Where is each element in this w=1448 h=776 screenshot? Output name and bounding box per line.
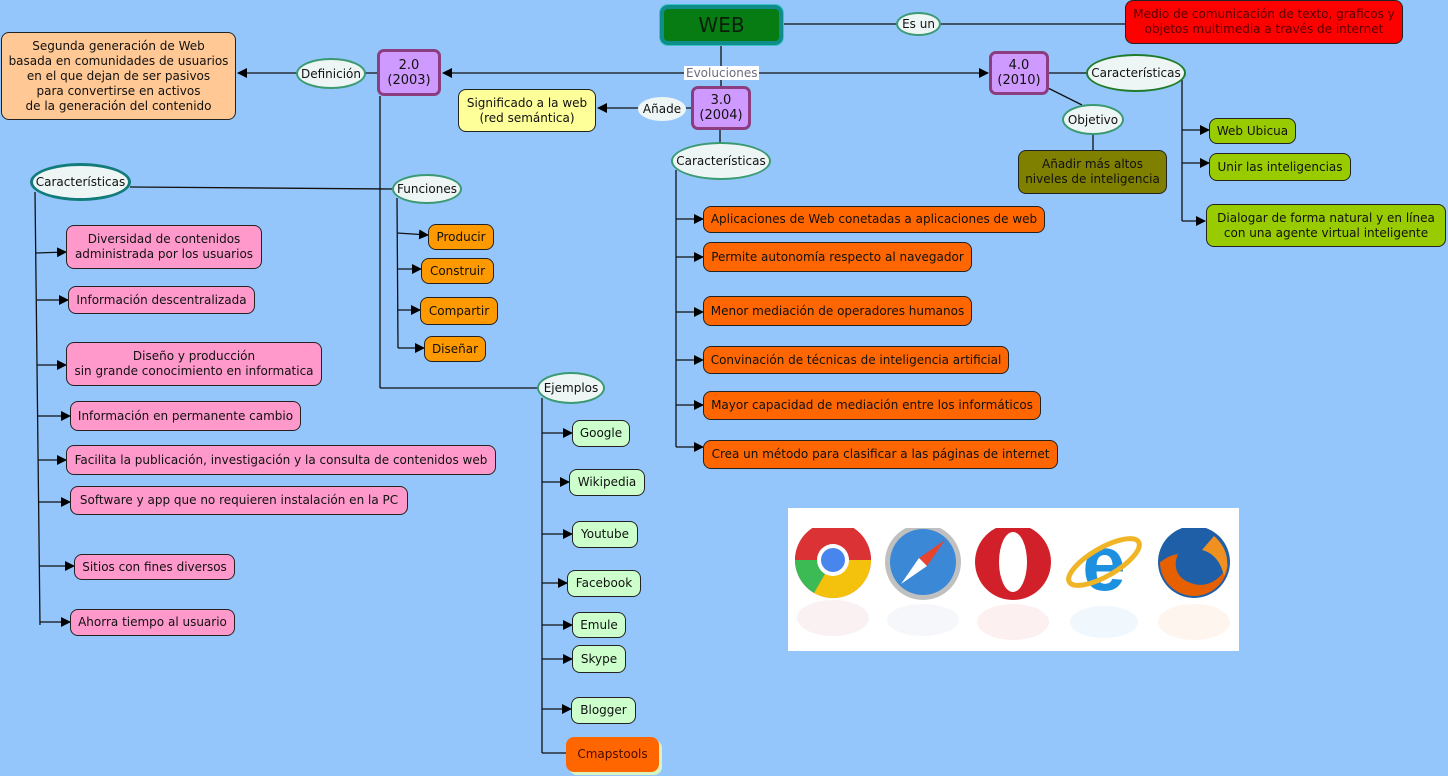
v2-characteristic-item[interactable]: Facilita la publicación, investigación y… bbox=[66, 445, 496, 475]
v4-characteristic-item[interactable]: Dialogar de forma natural y en línea con… bbox=[1206, 204, 1446, 247]
v3-characteristic-item[interactable]: Convinación de técnicas de inteligencia … bbox=[703, 346, 1009, 374]
v3-characteristics-label[interactable]: Características bbox=[671, 142, 771, 180]
v2-function-item[interactable]: Construir bbox=[421, 258, 494, 284]
link-definicion[interactable]: Definición bbox=[296, 58, 366, 89]
v2-example-item[interactable]: Youtube bbox=[572, 521, 638, 548]
v2-example-item[interactable]: Blogger bbox=[571, 697, 636, 724]
firefox-icon bbox=[1154, 526, 1234, 648]
v4-characteristics-label[interactable]: Características bbox=[1086, 54, 1186, 92]
v2-example-item[interactable]: Emule bbox=[572, 612, 626, 638]
v2-characteristic-item[interactable]: Diseño y producción sin grande conocimie… bbox=[66, 342, 322, 386]
root-node-web[interactable]: WEB bbox=[660, 5, 783, 45]
v3-characteristic-item[interactable]: Crea un método para clasificar a las pág… bbox=[703, 440, 1058, 469]
v2-example-item[interactable]: Skype bbox=[572, 645, 626, 673]
v2-example-item[interactable]: Cmapstools bbox=[566, 737, 659, 772]
v2-examples-label[interactable]: Ejemplos bbox=[537, 372, 605, 404]
opera-icon bbox=[973, 524, 1053, 648]
v4-characteristic-item[interactable]: Unir las inteligencias bbox=[1209, 153, 1351, 181]
v2-characteristic-item[interactable]: Información descentralizada bbox=[68, 286, 255, 314]
version-4-0-node[interactable]: 4.0 (2010) bbox=[989, 51, 1049, 95]
v3-characteristic-item[interactable]: Mayor capacidad de mediación entre los i… bbox=[703, 391, 1041, 420]
v2-function-item[interactable]: Compartir bbox=[420, 297, 498, 325]
v2-function-item[interactable]: Producir bbox=[428, 224, 494, 250]
v3-characteristic-item[interactable]: Permite autonomía respecto al navegador bbox=[703, 242, 972, 272]
v2-characteristics-label[interactable]: Características bbox=[30, 163, 131, 201]
v2-example-item[interactable]: Wikipedia bbox=[569, 469, 645, 496]
version-2-0-node[interactable]: 2.0 (2003) bbox=[377, 49, 441, 96]
browsers-logos-image: e bbox=[788, 508, 1239, 651]
link-anade[interactable]: Añade bbox=[638, 97, 686, 121]
link-es-un[interactable]: Es un bbox=[896, 12, 941, 36]
v2-characteristic-item[interactable]: Sitios con fines diversos bbox=[74, 554, 235, 580]
v4-characteristic-item[interactable]: Web Ubicua bbox=[1209, 118, 1296, 144]
internet-explorer-icon: e bbox=[1064, 519, 1144, 648]
svg-text:e: e bbox=[1082, 528, 1125, 607]
chrome-icon bbox=[793, 522, 873, 648]
v2-characteristic-item[interactable]: Software y app que no requieren instalac… bbox=[70, 486, 408, 515]
link-evoluciones[interactable]: Evoluciones bbox=[684, 66, 760, 80]
version-3-0-node[interactable]: 3.0 (2004) bbox=[691, 86, 751, 130]
v2-characteristic-item[interactable]: Información en permanente cambio bbox=[70, 401, 301, 431]
v2-example-item[interactable]: Google bbox=[572, 420, 630, 447]
v3-adds-node[interactable]: Significado a la web (red semántica) bbox=[458, 89, 596, 132]
v2-function-item[interactable]: Diseñar bbox=[424, 336, 486, 362]
web-definition-node[interactable]: Medio de comunicación de texto, graficos… bbox=[1125, 0, 1403, 44]
v3-characteristic-item[interactable]: Aplicaciones de Web conetadas a aplicaci… bbox=[703, 206, 1045, 233]
v2-definition-node[interactable]: Segunda generación de Web basada en comu… bbox=[1, 32, 236, 120]
v2-functions-label[interactable]: Funciones bbox=[392, 174, 462, 204]
v2-characteristic-item[interactable]: Diversidad de contenidos administrada po… bbox=[66, 225, 262, 269]
v3-characteristic-item[interactable]: Menor mediación de operadores humanos bbox=[703, 296, 972, 326]
safari-icon bbox=[883, 524, 963, 648]
v2-example-item[interactable]: Facebook bbox=[567, 570, 641, 597]
v2-characteristic-item[interactable]: Ahorra tiempo al usuario bbox=[70, 609, 235, 636]
link-objetivo[interactable]: Objetivo bbox=[1062, 104, 1124, 135]
v4-objective-node[interactable]: Añadir más altos niveles de inteligencia bbox=[1018, 150, 1167, 194]
